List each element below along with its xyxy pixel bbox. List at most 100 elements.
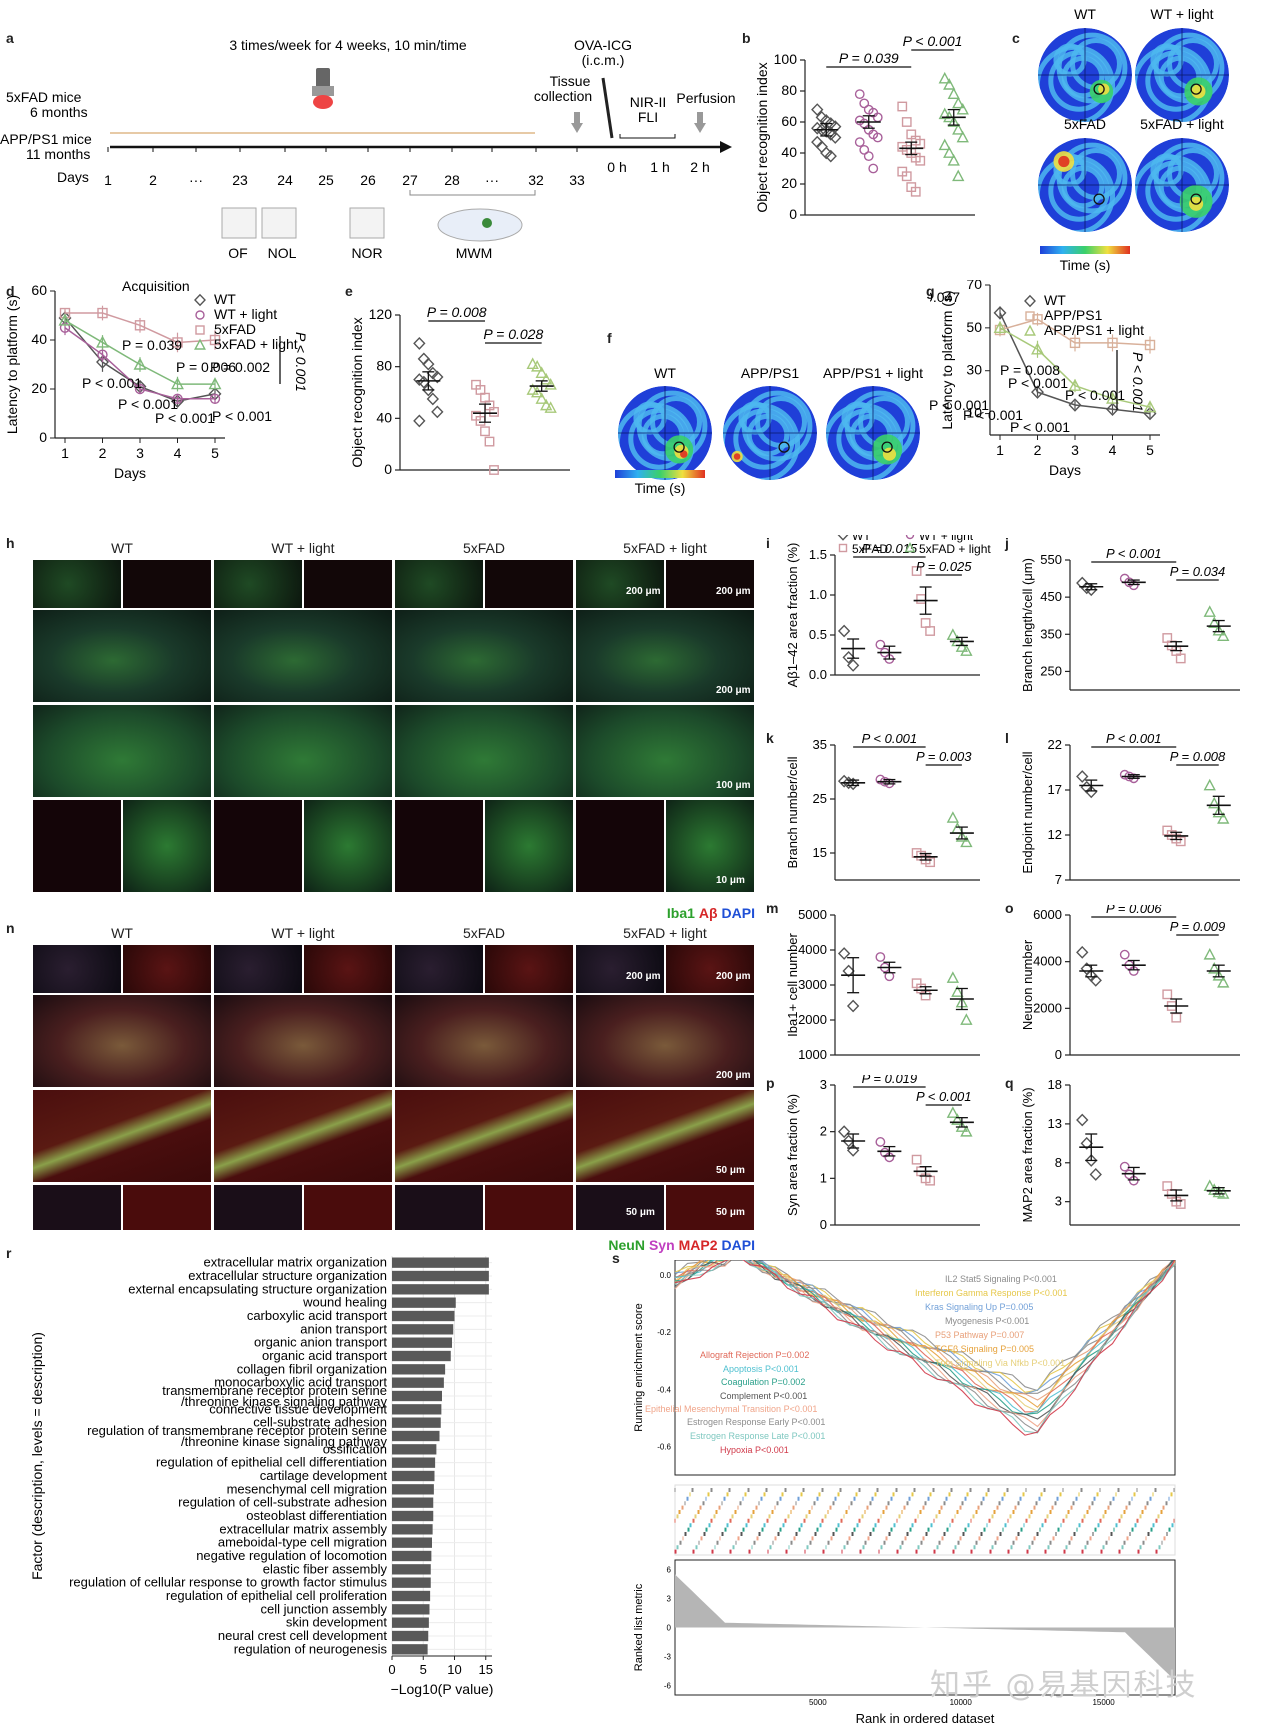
legend-label: APP/PS1 + light xyxy=(1044,322,1144,338)
syringe-icon xyxy=(601,77,614,139)
x-tick-label: 1 xyxy=(996,442,1004,458)
data-point xyxy=(911,1154,922,1165)
bar xyxy=(392,1377,444,1388)
micrograph-image xyxy=(666,1185,754,1230)
data-point xyxy=(952,123,965,135)
gene-set-label: Epithelial Mesenchymal Transition P<0.00… xyxy=(645,1404,817,1414)
p-value-label: P < 0.001 xyxy=(1106,546,1162,561)
gene-set-label: Interferon Gamma Response P<0.001 xyxy=(915,1288,1067,1298)
y-tick-label: 20 xyxy=(31,380,47,396)
data-point xyxy=(1175,1199,1186,1209)
data-point xyxy=(811,103,824,117)
data-point xyxy=(1171,1012,1182,1023)
micrograph-image xyxy=(214,610,392,702)
p-value-label: P = 0.034 xyxy=(1170,564,1226,579)
micrograph-image xyxy=(123,1185,211,1230)
x-tick-label: 0 xyxy=(388,1662,395,1677)
scale-bar-label: 200 μm xyxy=(716,1070,751,1081)
x-tick-label: 15 xyxy=(479,1662,493,1677)
x-tick-label: 5 xyxy=(420,1662,427,1677)
x-tick-label: 15000 xyxy=(1092,1698,1115,1707)
data-point xyxy=(842,1134,855,1148)
data-point xyxy=(544,378,557,390)
y-tick-label: 22 xyxy=(1048,737,1062,752)
micrograph-image xyxy=(304,945,392,993)
path-trace xyxy=(1048,160,1110,222)
legend-marker xyxy=(837,535,849,541)
platform-marker xyxy=(1190,193,1202,205)
data-point xyxy=(1085,583,1098,597)
data-point xyxy=(1143,400,1157,413)
ova-label: OVA-ICG xyxy=(574,37,632,53)
y-tick-label: -0.6 xyxy=(657,1442,671,1451)
bar xyxy=(392,1337,452,1348)
path-trace xyxy=(1070,148,1122,200)
bar xyxy=(392,1284,489,1295)
tissue-label: collection xyxy=(534,88,592,104)
panel-letter-g: g xyxy=(926,283,935,299)
data-point xyxy=(943,146,956,158)
day-label: 26 xyxy=(360,172,376,188)
data-point xyxy=(897,101,908,112)
panel-letter-j: j xyxy=(1005,535,1009,551)
y-tick-label: 18 xyxy=(1048,1077,1062,1092)
data-point xyxy=(1076,770,1089,783)
stain-label: NeuN xyxy=(608,1237,645,1253)
platform-marker xyxy=(881,441,893,453)
data-point xyxy=(540,372,553,385)
bar-label: mesenchymal cell migration xyxy=(227,1481,387,1496)
y-tick-label: 15 xyxy=(813,845,827,860)
data-point xyxy=(431,405,444,419)
arena-title: WT xyxy=(1074,6,1096,22)
data-point xyxy=(837,1125,851,1139)
data-point xyxy=(97,307,108,319)
path-trace xyxy=(1038,154,1116,232)
bar-label: extracellular structure organization xyxy=(188,1268,387,1283)
data-point xyxy=(1144,339,1156,351)
bar-label: neural crest cell development xyxy=(218,1628,387,1643)
legend-label: WT + light xyxy=(214,306,277,322)
y-tick-label: 1 xyxy=(820,1170,827,1185)
micrograph-image xyxy=(395,1090,573,1182)
water-maze-icon xyxy=(437,208,523,242)
x-tick-label: 5 xyxy=(1146,442,1154,458)
chart-title: Acquisition xyxy=(122,280,190,294)
data-point xyxy=(1208,796,1221,809)
data-point xyxy=(1085,1154,1098,1167)
micrograph-image xyxy=(485,560,573,608)
data-point xyxy=(993,320,1007,334)
data-point xyxy=(431,370,444,384)
data-point xyxy=(1068,398,1082,412)
panel-letter-m: m xyxy=(766,900,779,916)
data-point xyxy=(956,102,969,115)
bar-label: connective tissue development xyxy=(209,1401,387,1416)
y-tick-label: 6000 xyxy=(1033,907,1062,922)
data-point xyxy=(916,594,927,604)
data-point xyxy=(938,107,951,120)
bar xyxy=(392,1550,432,1562)
micrograph-image xyxy=(33,705,211,797)
data-point xyxy=(938,71,951,84)
micrograph-image xyxy=(576,995,754,1087)
data-point xyxy=(947,154,960,166)
hour-label: 1 h xyxy=(650,159,669,175)
mouse-age: 11 months xyxy=(26,146,90,162)
y-tick-label: 120 xyxy=(369,306,393,322)
y-axis-label: Ranked list metric xyxy=(633,1583,645,1671)
p-value-label: P < 0.001 xyxy=(212,408,272,424)
heatmap-arena xyxy=(723,386,817,480)
panel-letter-a: a xyxy=(6,30,14,46)
hot-spot xyxy=(882,447,897,461)
panel-letter-s: s xyxy=(612,1250,620,1266)
y-axis-label: Iba1+ cell number xyxy=(785,932,800,1036)
bar-label: ossification xyxy=(323,1441,387,1456)
data-point xyxy=(1032,314,1043,325)
micrograph-column-title: 5xFAD + light xyxy=(623,540,707,556)
y-tick-label: 2000 xyxy=(1033,1000,1062,1015)
y-tick-label: 1.5 xyxy=(809,547,827,562)
hot-spot xyxy=(1191,84,1206,99)
scale-bar-label: 10 μm xyxy=(716,875,745,886)
